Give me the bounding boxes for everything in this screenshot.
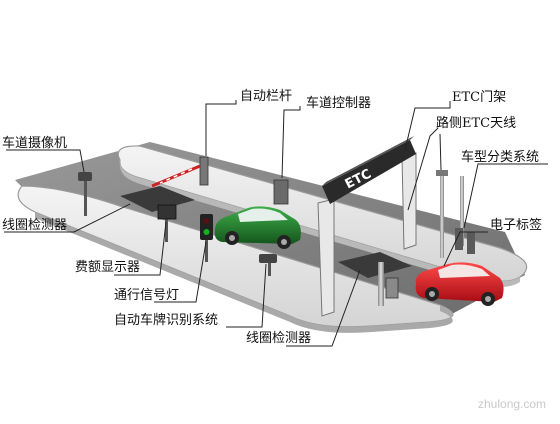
gantry-beam-top — [322, 136, 414, 186]
leader-roadside-antenna — [407, 127, 439, 211]
leader-roadside-antenna-2 — [439, 133, 442, 171]
loop-detector-post — [378, 262, 384, 306]
leader-plate-recognition — [226, 263, 267, 328]
lane-controller-cabinet — [273, 179, 289, 205]
lane-camera-head — [78, 172, 92, 181]
label-vehicle-classification: 车型分类系统 — [461, 150, 540, 165]
fee-display-screen — [157, 204, 177, 220]
roadside-antenna-head — [436, 170, 448, 176]
fee-display-pole — [165, 218, 168, 242]
loop-detector-pad-left — [120, 186, 195, 212]
leader-lane-controller — [281, 106, 301, 179]
label-fee-display: 费额显示器 — [75, 260, 141, 275]
plate-camera-pole — [268, 262, 271, 276]
loop-detector-cabinet — [385, 277, 399, 299]
label-lane-controller: 车道控制器 — [306, 96, 372, 111]
gantry-beam — [322, 140, 416, 204]
plate-camera-head — [259, 254, 277, 263]
green-car — [214, 206, 301, 249]
roadside-antenna-pole — [440, 172, 444, 258]
leader-loop-left — [4, 203, 131, 233]
label-lane-camera: 车道摄像机 — [2, 136, 68, 151]
auto-barrier-post — [199, 156, 209, 186]
label-loop-detector-bottom: 线圈检测器 — [246, 331, 312, 346]
leader-lane-camera — [6, 149, 85, 173]
classification-sensor-2 — [467, 232, 475, 254]
loop-detector-pad-right — [338, 252, 412, 278]
label-roadside-etc-antenna: 路侧ETC天线 — [436, 116, 517, 131]
label-loop-detector-left: 线圈检测器 — [2, 218, 68, 233]
leader-auto-barrier — [205, 100, 237, 156]
leader-electronic-tag — [443, 231, 488, 267]
label-etc-gantry: ETC门架 — [452, 90, 507, 105]
leader-lines — [4, 100, 548, 347]
leader-etc-gantry — [404, 101, 451, 151]
traffic-signal-pole — [205, 238, 208, 262]
gantry-right-leg — [401, 152, 417, 250]
leader-vehicle-class — [463, 163, 548, 229]
classification-sensor-1 — [455, 228, 463, 250]
label-auto-barrier: 自动栏杆 — [240, 89, 293, 104]
auto-barrier-arm-stripe — [159, 168, 193, 184]
label-traffic-signal: 通行信号灯 — [114, 288, 180, 303]
red-car — [415, 262, 504, 306]
far-pole — [460, 176, 464, 246]
traffic-signal-light-green — [203, 229, 210, 235]
traffic-signal-light-red — [203, 218, 210, 224]
label-plate-recognition: 自动车牌识别系统 — [114, 313, 219, 328]
lane-camera-pole — [84, 180, 87, 216]
leader-fee-display — [114, 221, 167, 276]
label-electronic-tag: 电子标签 — [490, 218, 543, 233]
leader-traffic-signal — [154, 241, 207, 303]
watermark-text: zhulong.com — [478, 397, 547, 411]
traffic-signal-box — [200, 214, 213, 240]
leader-loop-bottom — [286, 269, 361, 347]
